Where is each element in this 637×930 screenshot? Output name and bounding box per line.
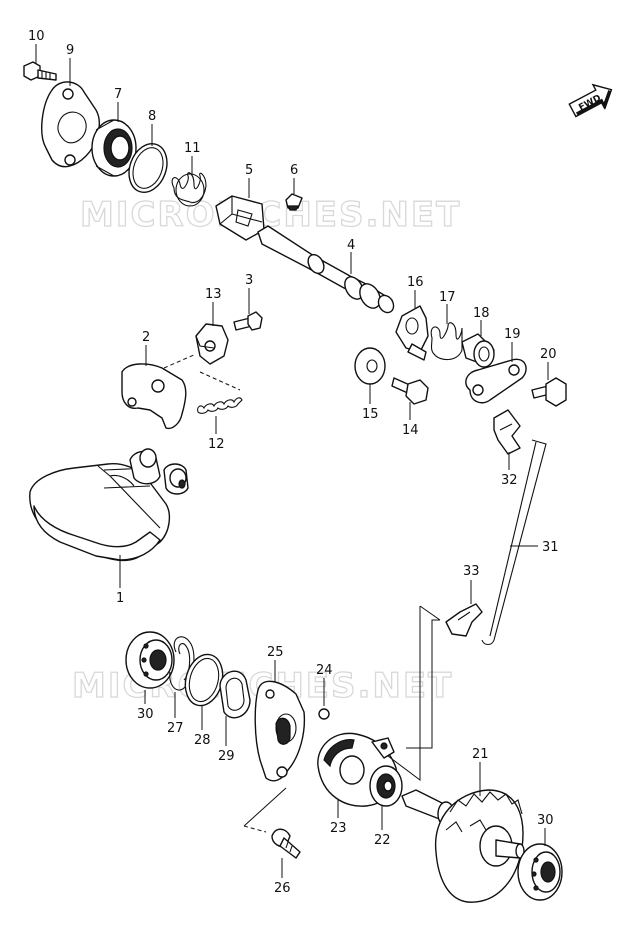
part-18-collar (461, 333, 495, 368)
callout-32: 32 (501, 473, 518, 488)
part-30-bearing-left (125, 631, 175, 689)
callout-3: 3 (245, 273, 253, 288)
callout-30-right: 30 (537, 813, 554, 828)
part-1-housing-cover (29, 448, 189, 562)
callout-2: 2 (142, 330, 150, 345)
callout-22: 22 (374, 833, 391, 848)
callout-10: 10 (28, 29, 45, 44)
part-32-clip (493, 409, 521, 455)
part-9-gasket (41, 81, 100, 168)
part-6-pin (285, 193, 303, 211)
part-8-o-ring (128, 143, 168, 193)
callout-1: 1 (116, 591, 124, 606)
guide-lines (163, 353, 441, 833)
callout-4: 4 (347, 238, 355, 253)
leader-lines (35, 44, 549, 878)
part-10-bolt (23, 61, 57, 81)
part-3-bolt (233, 311, 263, 331)
callout-20: 20 (540, 347, 557, 362)
part-29-gasket (219, 670, 251, 719)
part-4-shaft (257, 225, 395, 314)
part-24-ball (318, 708, 330, 720)
callout-33: 33 (463, 564, 480, 579)
part-26-screw (271, 828, 301, 859)
callout-26: 26 (274, 881, 291, 896)
callout-28: 28 (194, 733, 211, 748)
callout-17: 17 (439, 290, 456, 305)
callout-19: 19 (504, 327, 521, 342)
callout-25: 25 (267, 645, 284, 660)
part-22-washer (369, 765, 403, 807)
callout-18: 18 (473, 306, 490, 321)
callout-24: 24 (316, 663, 333, 678)
part-25-plate (254, 680, 306, 782)
callout-5: 5 (245, 163, 253, 178)
part-17-spring (430, 322, 463, 361)
part-31-rod (481, 439, 547, 646)
part-16-stopper-plate (395, 305, 429, 361)
callout-13: 13 (205, 287, 222, 302)
callout-31: 31 (542, 540, 559, 555)
fwd-arrow-icon: FWD (568, 83, 613, 118)
callout-14: 14 (402, 423, 419, 438)
callout-7: 7 (114, 87, 122, 102)
callout-9: 9 (66, 43, 74, 58)
callout-labels: 10 9 7 8 11 5 6 4 16 17 18 19 20 3 13 2 … (28, 29, 559, 896)
callout-23: 23 (330, 821, 347, 836)
part-7-oil-seal (91, 119, 137, 177)
part-21-kick-gear (401, 789, 525, 903)
callout-27: 27 (167, 721, 184, 736)
part-19-plate (465, 358, 527, 404)
callout-12: 12 (208, 437, 225, 452)
part-14-bolt (391, 377, 429, 405)
part-33-clip (445, 603, 483, 637)
callout-16: 16 (407, 275, 424, 290)
part-12-spring (197, 397, 243, 414)
callout-30-left: 30 (137, 707, 154, 722)
part-30-bearing-right (517, 843, 563, 901)
callout-6: 6 (290, 163, 298, 178)
callout-8: 8 (148, 109, 156, 124)
callout-11: 11 (184, 141, 201, 156)
part-2-cover (121, 363, 187, 430)
callout-15: 15 (362, 407, 379, 422)
part-11-spring (171, 172, 207, 207)
part-13-bracket (195, 323, 229, 365)
callout-29: 29 (218, 749, 235, 764)
part-20-bolt (531, 377, 567, 407)
callout-21: 21 (472, 747, 489, 762)
part-15-washer (354, 347, 386, 385)
